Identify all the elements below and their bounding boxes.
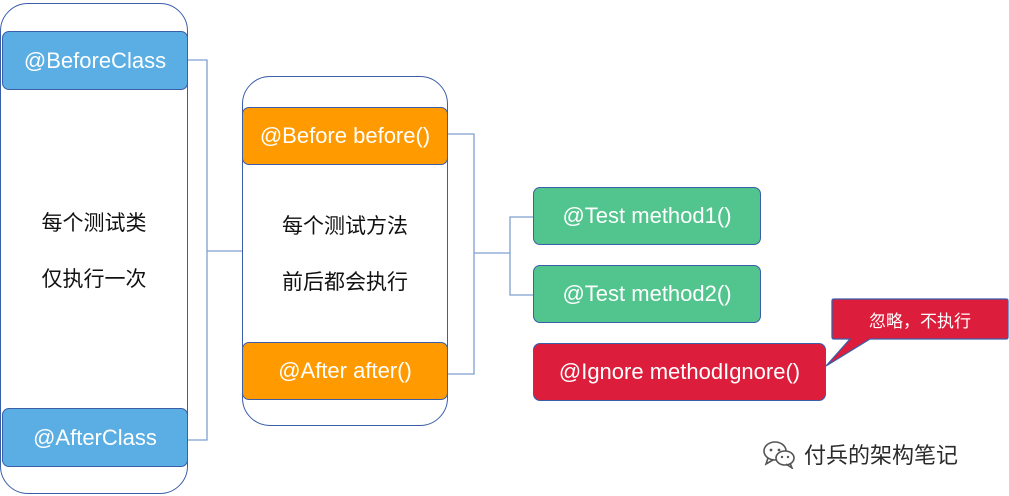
class-scope-desc-line2: 仅执行一次 <box>41 267 147 291</box>
tests-bracket <box>509 216 533 296</box>
after-method-box: @After after() <box>242 342 448 400</box>
method-scope-desc-line2: 前后都会执行 <box>282 270 408 294</box>
method-scope-brace <box>448 133 475 375</box>
before-method-box: @Before before() <box>242 107 448 165</box>
test-method1-box: @Test method1() <box>533 187 761 245</box>
after-class-box: @AfterClass <box>2 408 188 467</box>
test-method2-box: @Test method2() <box>533 265 761 323</box>
ignore-method-box: @Ignore methodIgnore() <box>533 343 826 401</box>
callout-text: 忽略，不执行 <box>869 311 971 332</box>
wechat-icon <box>762 439 796 471</box>
class-scope-brace <box>188 59 208 441</box>
watermark-text: 付兵的架构笔记 <box>804 444 959 469</box>
class-scope-desc-line1: 每个测试类 <box>41 211 147 235</box>
method-scope-desc-line1: 每个测试方法 <box>282 214 408 238</box>
before-class-box: @BeforeClass <box>2 31 188 90</box>
watermark: 付兵的架构笔记 <box>762 436 1002 472</box>
callout-bubble <box>825 298 1009 367</box>
